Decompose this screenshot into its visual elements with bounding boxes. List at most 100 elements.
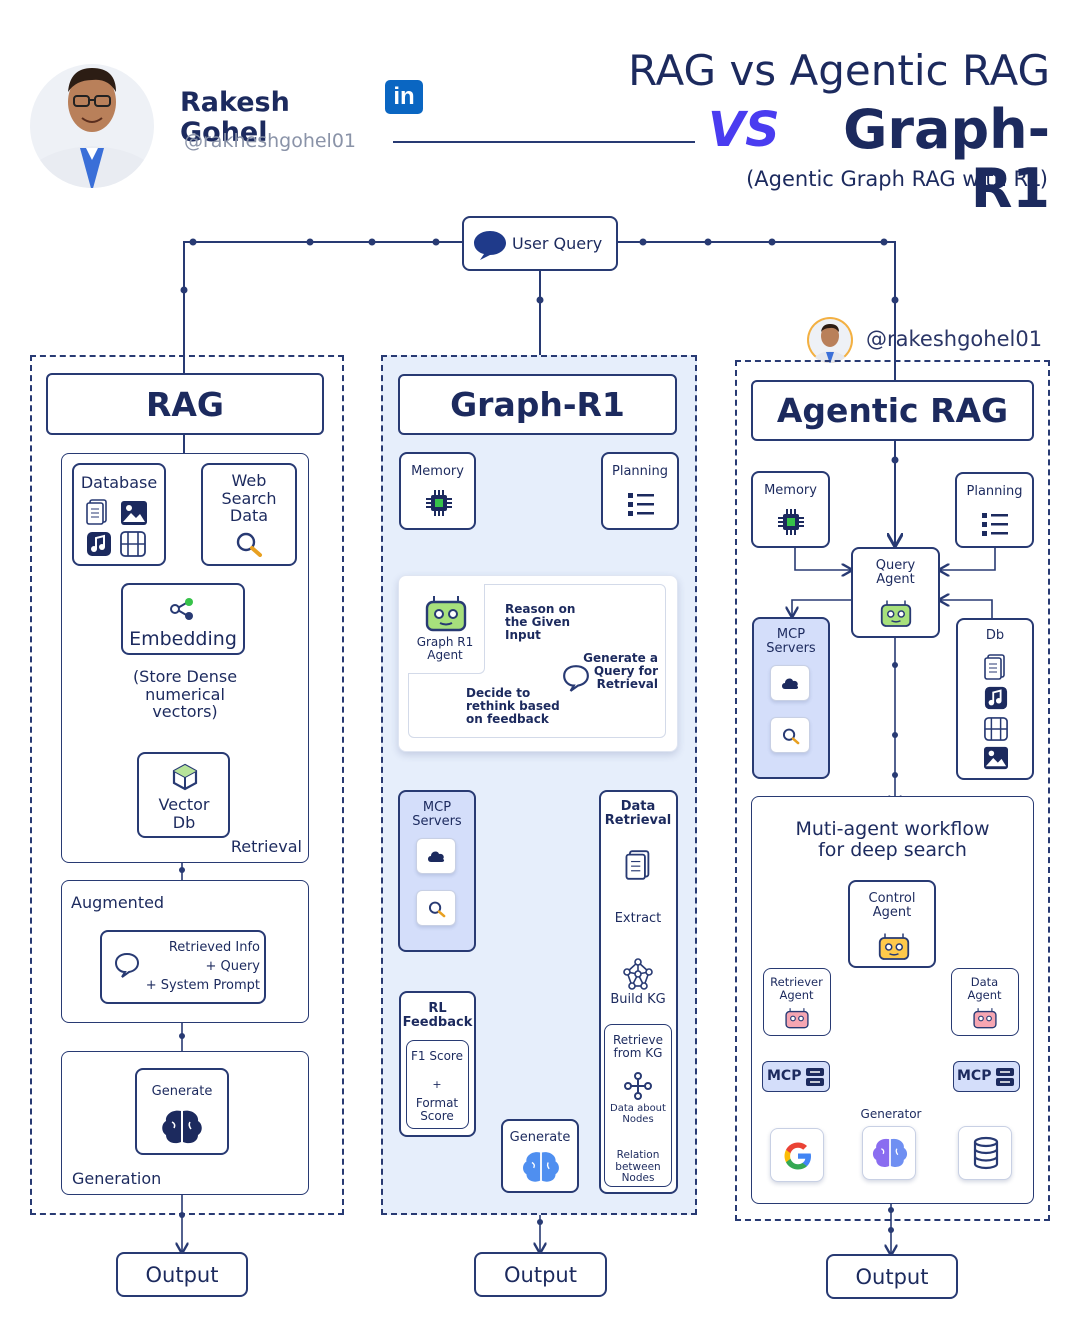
chip-icon — [426, 490, 452, 516]
robot-green-icon — [425, 596, 467, 632]
list-icon — [628, 493, 654, 516]
graph-generate-label: Generate — [509, 1130, 571, 1145]
rag-title-box: RAG — [46, 373, 324, 435]
share-nodes-icon — [170, 598, 193, 620]
db-label: Db — [985, 628, 1005, 643]
title-line1: RAG vs Agentic RAG — [628, 46, 1050, 95]
graph-memory-box: Memory — [399, 452, 476, 530]
user-query-label: User Query — [512, 234, 603, 253]
rag-output-box: Output — [116, 1252, 248, 1297]
image-icon — [121, 501, 147, 525]
relation-label: Relation between Nodes — [615, 1149, 661, 1185]
graph-mcp-label: MCP Servers — [412, 800, 462, 830]
search-icon-small — [428, 901, 446, 918]
database-tile — [958, 1126, 1012, 1180]
rag-generate-label: Generate — [151, 1084, 213, 1099]
rag-title: RAG — [145, 385, 225, 424]
control-agent-box: Control Agent — [848, 880, 936, 968]
image-icon-2 — [984, 746, 1008, 770]
title-line2: Graph-R1 — [843, 98, 1050, 221]
agentic-output-label: Output — [855, 1265, 929, 1289]
plus-label: + — [432, 1078, 442, 1091]
retrieved-info-line3: + System Prompt — [145, 978, 260, 993]
mcp-right-label: MCP — [957, 1068, 992, 1084]
db-box: Db — [956, 618, 1034, 780]
database-label: Database — [80, 473, 158, 492]
generate-query-label: Generate a Query for Retrieval — [583, 651, 658, 692]
watermark-avatar — [806, 316, 854, 364]
graph-planning-label: Planning — [612, 464, 668, 479]
graph-generate-box: Generate — [501, 1119, 579, 1193]
node-link-icon — [624, 1072, 652, 1100]
brain-purple-icon — [872, 1138, 908, 1167]
graph-output-label: Output — [504, 1263, 577, 1287]
agentic-planning-box: Planning — [955, 472, 1034, 548]
reason-label: Reason on the Given Input — [505, 602, 576, 643]
generation-label: Generation — [72, 1169, 162, 1188]
database-box: Database — [72, 463, 166, 566]
google-icon — [784, 1142, 811, 1170]
database-icon — [973, 1136, 999, 1170]
google-tile — [770, 1128, 824, 1182]
robot-pink-icon-2 — [973, 1008, 997, 1029]
retriever-agent-label: Retriever Agent — [770, 975, 823, 1002]
embedding-box: Embedding — [121, 583, 245, 655]
agentic-title-box: Agentic RAG — [751, 380, 1034, 441]
robot-green-icon-2 — [880, 600, 912, 627]
agentic-mcp-label: MCP Servers — [766, 627, 816, 657]
data-retrieval-label: Data Retrieval — [604, 799, 672, 829]
retrieve-kg-box — [604, 1024, 672, 1187]
server-icon-2 — [996, 1068, 1014, 1086]
brain-blue-icon — [523, 1152, 559, 1182]
cube-icon — [172, 763, 198, 791]
mcp-left-chip: MCP — [762, 1061, 830, 1092]
generator-tile — [862, 1126, 916, 1180]
workflow-label: Muti-agent workflow for deep search — [795, 818, 990, 861]
retrieval-label: Retrieval — [230, 837, 302, 856]
rl-feedback-label: RL Feedback — [402, 1001, 473, 1031]
search-icon — [236, 532, 262, 557]
chat-bubble-icon — [474, 231, 506, 260]
header-divider — [393, 141, 695, 143]
query-agent-label: Query Agent — [875, 558, 916, 588]
web-search-box: Web Search Data — [201, 463, 297, 566]
format-score-label: Format Score — [415, 1096, 459, 1124]
agentic-memory-box: Memory — [751, 471, 830, 548]
document-icon-2 — [625, 850, 650, 880]
title-vs: VS — [708, 102, 780, 158]
augmented-label: Augmented — [71, 893, 165, 912]
graph-output-box: Output — [474, 1252, 607, 1297]
music-icon — [87, 532, 111, 556]
search-icon-small-2 — [782, 728, 800, 745]
rethink-label: Decide to rethink based on feedback — [466, 686, 560, 727]
list-icon-2 — [982, 513, 1008, 536]
agentic-output-box: Output — [826, 1254, 958, 1299]
film-icon — [120, 531, 146, 557]
user-query-box: User Query — [462, 216, 618, 271]
score-box: F1 Score + Format Score — [406, 1040, 469, 1129]
watermark-handle: @rakeshgohel01 — [866, 327, 1043, 351]
server-icon — [806, 1068, 824, 1086]
graph-planning-box: Planning — [601, 452, 679, 530]
music-icon-2 — [984, 686, 1008, 710]
graph-mcp-box: MCP Servers — [398, 790, 476, 952]
chat-outline-icon — [114, 952, 140, 978]
generator-label: Generator — [860, 1107, 922, 1121]
chat-outline-icon-2 — [563, 665, 589, 692]
linkedin-icon[interactable]: in — [385, 80, 423, 114]
store-note: (Store Dense numerical vectors) — [132, 667, 238, 722]
agentic-panel — [735, 360, 1050, 1221]
author-handle: @rakheshgohel01 — [184, 130, 357, 152]
embedding-label: Embedding — [129, 628, 237, 650]
mcp-right-chip: MCP — [953, 1061, 1020, 1092]
agentic-title: Agentic RAG — [776, 391, 1009, 430]
graph-title-box: Graph-R1 — [398, 374, 677, 435]
retrieved-info-box: Retrieved Info + Query + System Prompt — [100, 930, 266, 1004]
subtitle: (Agentic Graph RAG with RL) — [746, 167, 1048, 191]
robot-orange-icon — [878, 933, 910, 960]
rag-panel — [30, 355, 344, 1215]
data-agent-label: Data Agent — [967, 975, 1002, 1002]
brain-icon — [162, 1110, 202, 1144]
author-avatar — [30, 56, 154, 192]
cloud-icon — [428, 851, 445, 862]
